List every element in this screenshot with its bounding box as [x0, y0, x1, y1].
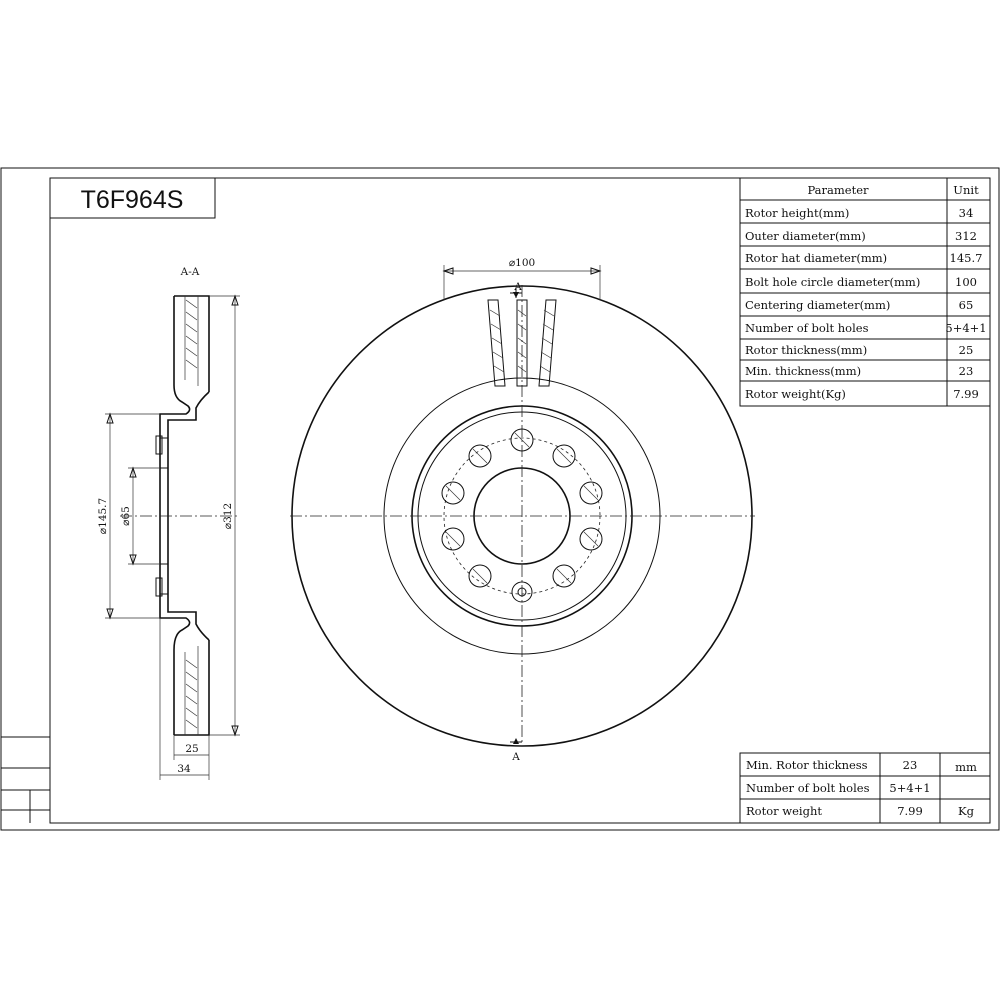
param-row-label: Rotor thickness(mm): [745, 343, 867, 357]
summary-row-unit: Kg: [958, 804, 975, 818]
part-number: T6F964S: [81, 186, 184, 214]
revision-block: [1, 736, 50, 823]
param-row-value: 25: [959, 343, 974, 357]
param-row-value: 34: [959, 206, 974, 220]
vent-slots: [487, 299, 557, 387]
param-row-value: 23: [959, 364, 974, 378]
parameter-table: Parameter Unit Rotor height(mm) 34 Outer…: [739, 177, 991, 407]
param-row-label: Min. thickness(mm): [745, 364, 861, 378]
summary-row-value: 23: [903, 758, 918, 772]
param-header-unit: Unit: [953, 183, 979, 197]
section-marker-bottom: A: [511, 751, 520, 763]
param-row-value: 312: [955, 229, 977, 243]
outer-frame: [0, 167, 1000, 831]
param-row-value: 7.99: [953, 387, 979, 401]
summary-row-value: 5+4+1: [889, 781, 930, 795]
param-row-value: 100: [955, 275, 977, 289]
param-row-label: Bolt hole circle diameter(mm): [745, 275, 920, 289]
summary-row-label: Min. Rotor thickness: [746, 758, 868, 772]
section-view: A-A ⌀145.7 ⌀65: [97, 266, 240, 780]
param-row-value: 65: [959, 298, 974, 312]
summary-row-value: 7.99: [897, 804, 923, 818]
summary-row-label: Rotor weight: [746, 804, 822, 818]
param-header-label: Parameter: [807, 183, 869, 197]
param-row-value: 5+4+1: [945, 321, 986, 335]
dim-centering-diameter: ⌀65: [120, 506, 132, 526]
bolt-holes: [441, 428, 603, 603]
param-row-label: Rotor weight(Kg): [745, 387, 846, 401]
section-marker-top: A: [513, 281, 522, 293]
dim-bolt-circle: ⌀100: [509, 257, 535, 269]
param-row-label: Rotor hat diameter(mm): [745, 251, 887, 265]
part-number-box: T6F964S: [49, 177, 216, 219]
front-view: ⌀100 A A: [290, 257, 755, 763]
section-view-label: A-A: [180, 266, 200, 278]
param-row-label: Rotor height(mm): [745, 206, 849, 220]
summary-row-label: Number of bolt holes: [746, 781, 870, 795]
summary-table: Min. Rotor thickness 23 mm Number of bol…: [739, 752, 991, 824]
param-row-label: Outer diameter(mm): [745, 229, 866, 243]
dim-outer-diameter: ⌀312: [222, 503, 234, 529]
param-row-label: Number of bolt holes: [745, 321, 869, 335]
dim-rotor-thickness: 25: [185, 743, 198, 755]
param-row-value: 145.7: [950, 251, 983, 265]
summary-row-unit: mm: [955, 760, 977, 774]
param-row-label: Centering diameter(mm): [745, 298, 890, 312]
dim-rotor-height: 34: [177, 763, 191, 775]
inner-frame: [49, 177, 991, 824]
dim-hat-diameter: ⌀145.7: [97, 498, 109, 534]
